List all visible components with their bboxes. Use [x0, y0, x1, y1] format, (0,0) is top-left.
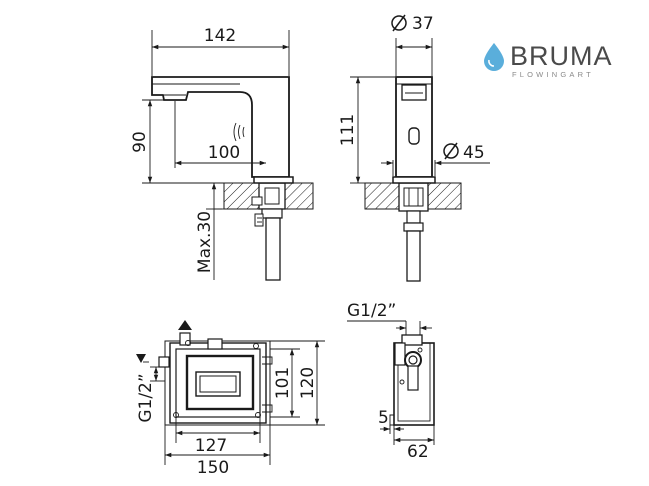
faucet-body-side	[151, 76, 290, 178]
front-view: 37 111 45	[338, 14, 490, 282]
control-box-front: G1/2” 127 150 101 120	[136, 320, 325, 478]
brand-logo: BRUMA FLOWINGART	[484, 41, 613, 79]
base-plate-side	[253, 176, 294, 184]
dim-base-diameter: 45	[463, 143, 485, 163]
brand-tagline: FLOWINGART	[512, 70, 594, 79]
dim-thread-top: G1/2”	[347, 301, 396, 321]
dim-deck-thickness: Max.30	[195, 211, 215, 273]
dim-spout-length: 142	[204, 26, 236, 46]
deck-section-front-right	[427, 182, 462, 210]
side-view: 142 90 100 Max.30	[130, 26, 314, 281]
dim-side-height: 90	[130, 131, 150, 153]
dim-box-inner-width: 127	[195, 436, 227, 456]
sensor-wave-icon	[233, 122, 245, 142]
dim-box-inner-height: 101	[273, 367, 293, 399]
dim-body-diameter: 37	[412, 14, 434, 34]
dim-thread-side: G1/2”	[136, 373, 156, 422]
dim-front-height: 111	[338, 114, 358, 146]
deck-section-right	[282, 182, 314, 210]
sensor-window	[408, 127, 420, 145]
brand-name: BRUMA	[510, 41, 613, 71]
deck-section-front-left	[364, 182, 400, 210]
diameter-symbol	[391, 14, 407, 32]
flow-arrow-up-icon	[178, 320, 192, 330]
dim-box-outer-width: 150	[197, 458, 229, 478]
control-box-side: G1/2” 5 62	[347, 301, 435, 462]
dim-box-depth: 62	[407, 442, 429, 462]
supply-hose	[261, 208, 283, 219]
dim-reach: 100	[208, 143, 240, 163]
flow-arrow-down-icon	[136, 354, 146, 363]
spout-outlet	[401, 84, 427, 101]
dim-box-outer-height: 120	[298, 367, 318, 399]
diameter-symbol	[443, 142, 459, 160]
dim-wall-offset: 5	[378, 408, 389, 428]
